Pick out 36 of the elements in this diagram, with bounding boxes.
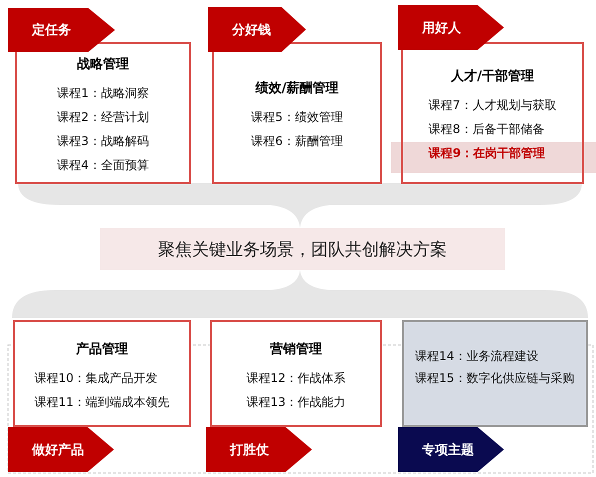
course-item: 课程13：作战能力 bbox=[246, 394, 346, 410]
tag-text: 做好产品 bbox=[32, 442, 84, 458]
course-card bbox=[13, 320, 191, 427]
tag-text: 专项主题 bbox=[422, 442, 474, 458]
card-heading: 战略管理 bbox=[77, 56, 129, 73]
card-heading: 人才/干部管理 bbox=[451, 68, 534, 85]
course-item: 课程8：后备干部储备 bbox=[428, 121, 544, 138]
card-heading: 营销管理 bbox=[270, 340, 322, 358]
course-item: 课程4：全面预算 bbox=[57, 157, 149, 174]
pentagon-tag bbox=[398, 5, 504, 50]
course-item: 课程6：薪酬管理 bbox=[251, 133, 343, 150]
course-card bbox=[402, 320, 588, 427]
course-item: 课程11：端到端成本领先 bbox=[34, 394, 170, 410]
course-item: 课程10：集成产品开发 bbox=[34, 370, 158, 386]
course-item: 课程12：作战体系 bbox=[246, 370, 346, 386]
pentagon-tag bbox=[208, 7, 306, 52]
course-item: 课程2：经营计划 bbox=[57, 109, 149, 126]
course-card bbox=[212, 42, 382, 184]
course-item: 课程5：绩效管理 bbox=[251, 109, 343, 126]
course-item: 课程7：人才规划与获取 bbox=[428, 97, 556, 114]
course-item: 课程14：业务流程建设 bbox=[415, 348, 538, 365]
card-heading: 绩效/薪酬管理 bbox=[256, 80, 338, 97]
tag-text: 打胜仗 bbox=[230, 442, 269, 458]
course-item: 课程15：数字化供应链与采购 bbox=[415, 370, 575, 387]
tag-text: 定任务 bbox=[32, 22, 71, 39]
course-card bbox=[210, 320, 382, 427]
course-item: 课程9：在岗干部管理 bbox=[428, 145, 546, 162]
course-item: 课程3：战略解码 bbox=[57, 133, 149, 150]
course-card bbox=[401, 42, 584, 184]
pentagon-tag bbox=[8, 8, 115, 52]
banner-text: 聚焦关键业务场景，团队共创解决方案 bbox=[158, 238, 447, 260]
tag-text: 分好钱 bbox=[232, 22, 271, 38]
card-heading: 产品管理 bbox=[76, 340, 128, 358]
course-card bbox=[15, 42, 191, 184]
tag-text: 用好人 bbox=[422, 20, 461, 36]
course-item: 课程1：战略洞察 bbox=[57, 85, 149, 102]
